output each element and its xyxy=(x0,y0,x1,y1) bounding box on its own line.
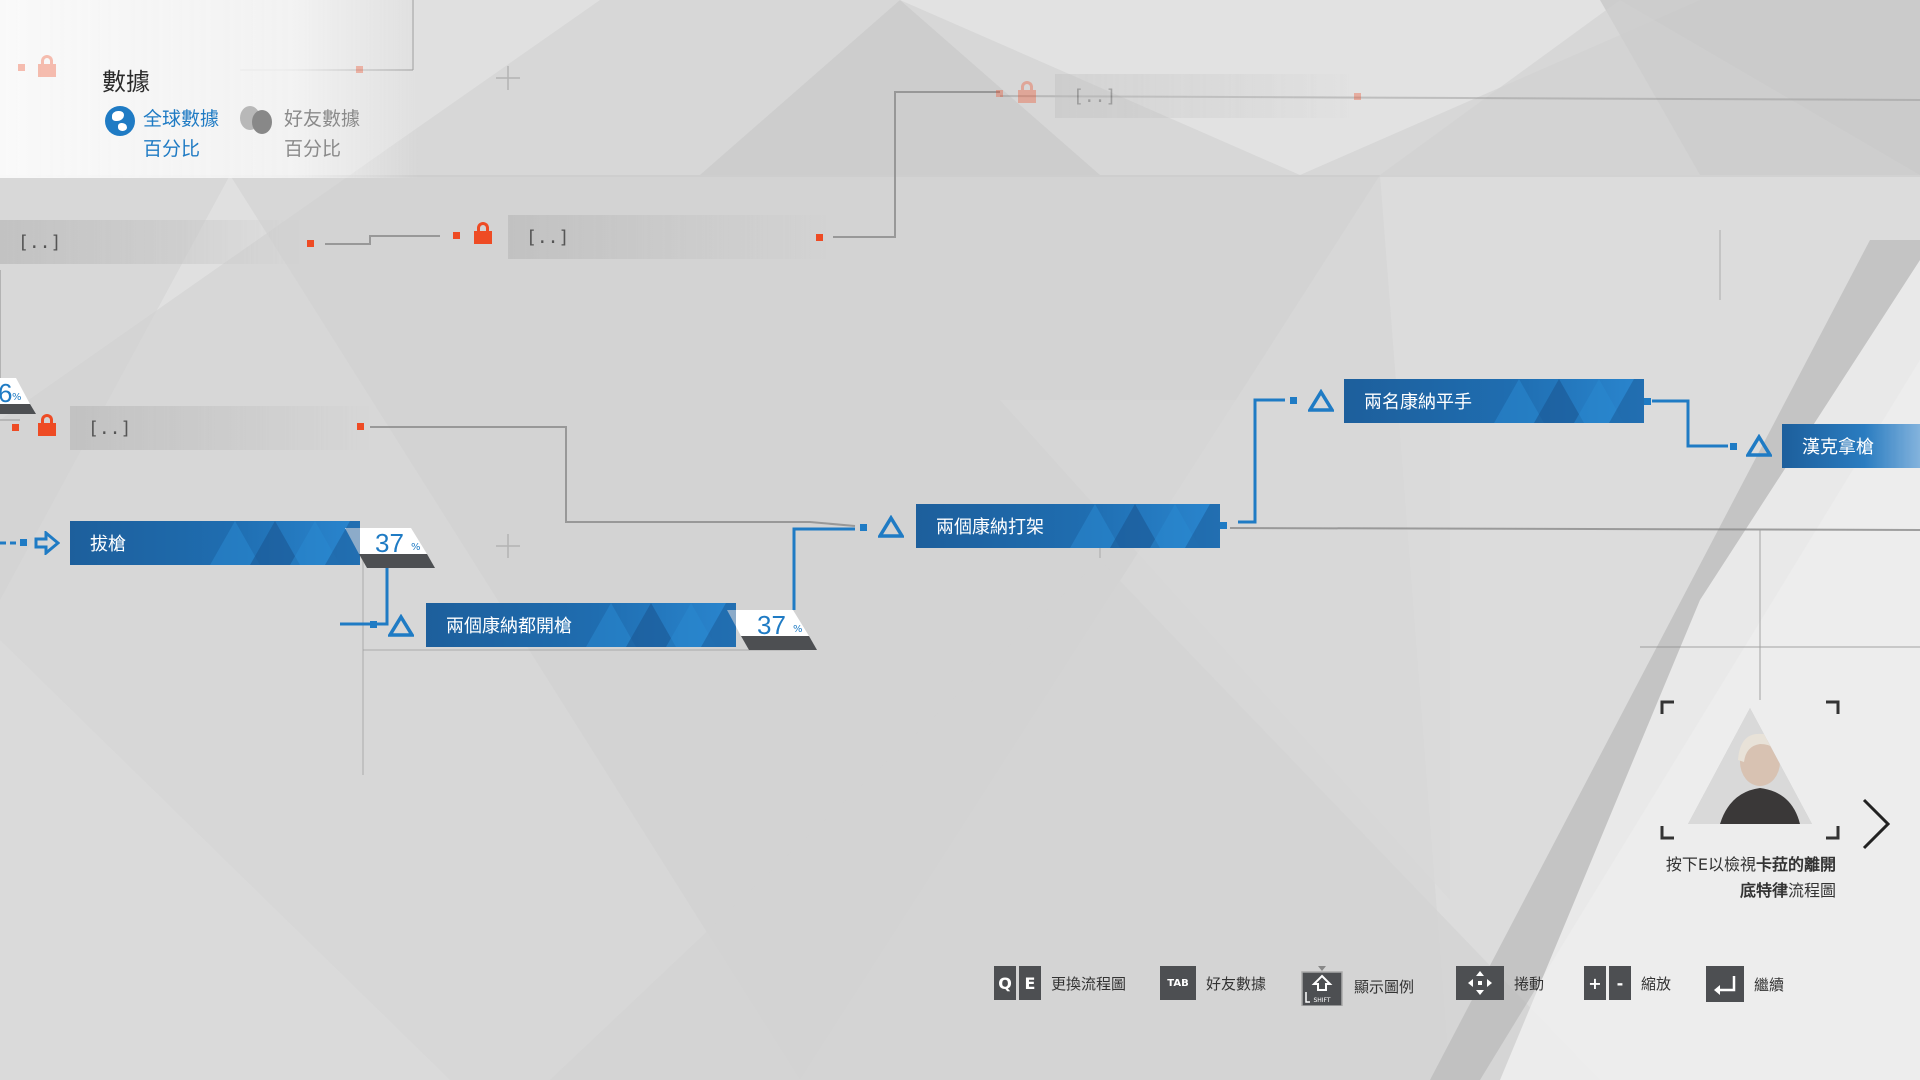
percent-unit: % xyxy=(793,624,803,635)
lock-icon xyxy=(38,55,56,77)
control-friends-data[interactable]: TAB 好友數據 xyxy=(1160,966,1266,1000)
global-data-tab[interactable]: 全球數據 百分比 xyxy=(105,104,219,164)
connector-dot xyxy=(1290,397,1297,404)
connector-dot xyxy=(1220,522,1227,529)
node-fight[interactable]: 兩個康納打架 xyxy=(916,504,1220,548)
globe-icon xyxy=(105,106,135,136)
node-triangle-pattern xyxy=(1494,379,1644,423)
control-show-legend[interactable]: SHIFT 顯示圖例 xyxy=(1300,966,1414,1006)
percent-unit: % xyxy=(411,542,421,553)
node-triangle-pattern xyxy=(1070,504,1220,548)
page-title: 數據 xyxy=(102,68,150,96)
percent-badge-shape xyxy=(727,610,817,650)
connector-dot xyxy=(357,423,364,430)
connector-dot xyxy=(1730,443,1737,450)
connector-dot xyxy=(996,90,1003,97)
locked-node[interactable]: [..] xyxy=(508,215,828,259)
percent-badge-partial: 6 % xyxy=(0,378,46,414)
character-image xyxy=(1688,708,1812,824)
friends-data-tab[interactable]: 好友數據 百分比 xyxy=(240,104,360,164)
svg-text:SHIFT: SHIFT xyxy=(1313,997,1330,1004)
control-label: 更換流程圖 xyxy=(1051,974,1127,993)
friends-data-sub: 百分比 xyxy=(284,138,342,160)
percent-badge-shape xyxy=(345,528,435,568)
percent-badge-both-shoot: 37 % xyxy=(727,610,827,650)
qe-keys-icon: Q E xyxy=(994,966,1041,1000)
control-label: 顯示圖例 xyxy=(1354,977,1415,996)
enter-key-icon xyxy=(1706,966,1744,1002)
tab-key-icon: TAB xyxy=(1160,966,1196,1000)
locked-node[interactable]: [..] xyxy=(70,406,370,450)
control-scroll[interactable]: 捲動 xyxy=(1456,966,1544,1000)
connector-dot xyxy=(1644,398,1651,405)
move-arrows-icon xyxy=(1456,966,1504,1000)
header-panel xyxy=(0,0,420,178)
connector-dot xyxy=(20,539,27,546)
percent-value: 6 xyxy=(0,378,13,408)
percent-badge-draw-gun: 37 % xyxy=(345,528,445,568)
percent-value: 37 xyxy=(375,528,404,558)
portrait-frame-corners xyxy=(1660,700,1840,840)
lock-icon xyxy=(38,414,56,436)
triangle-icon xyxy=(878,515,904,538)
control-continue[interactable]: 繼續 xyxy=(1706,966,1784,1002)
zoom-keys-icon: + - xyxy=(1584,966,1631,1000)
node-tie[interactable]: 兩名康納平手 xyxy=(1344,379,1644,423)
connector-dot xyxy=(307,240,314,247)
triangle-icon xyxy=(1308,389,1334,412)
character-portrait xyxy=(1660,700,1840,840)
control-label: 好友數據 xyxy=(1206,974,1267,993)
global-data-sub: 百分比 xyxy=(143,138,201,160)
global-data-label: 全球數據 xyxy=(143,108,220,130)
friends-icon xyxy=(240,104,276,136)
connector-dot xyxy=(1354,93,1361,100)
connector-dot xyxy=(12,424,19,431)
control-zoom[interactable]: + - 縮放 xyxy=(1584,966,1671,1000)
node-both-shoot[interactable]: 兩個康納都開槍 xyxy=(426,603,736,647)
connector-dot xyxy=(860,524,867,531)
friends-data-label: 好友數據 xyxy=(284,108,361,130)
node-hank-gun[interactable]: 漢克拿槍 xyxy=(1782,424,1920,468)
connector-dot xyxy=(370,621,377,628)
connector-dot xyxy=(816,234,823,241)
node-triangle-pattern xyxy=(210,521,360,565)
lock-icon xyxy=(474,222,492,244)
triangle-icon xyxy=(1746,434,1772,457)
connector-dot xyxy=(356,66,363,73)
connector-dot xyxy=(18,64,25,71)
node-triangle-pattern xyxy=(586,603,736,647)
lock-icon xyxy=(1018,81,1036,103)
node-draw-gun[interactable]: 拔槍 xyxy=(70,521,360,565)
chevron-right-icon[interactable] xyxy=(1858,796,1894,852)
control-label: 縮放 xyxy=(1641,974,1672,993)
control-label: 捲動 xyxy=(1514,974,1545,993)
percent-badge-shape xyxy=(0,378,36,414)
percent-unit: % xyxy=(12,392,22,403)
arrow-right-icon xyxy=(34,531,60,555)
shift-key-icon: SHIFT xyxy=(1301,966,1343,1006)
locked-node[interactable]: [..] xyxy=(1055,74,1355,118)
percent-value: 37 xyxy=(757,610,786,640)
flowchart-switch-prompt: 按下E以檢視卡菈的離開 底特律流程圖 xyxy=(1665,855,1836,900)
control-label: 繼續 xyxy=(1754,975,1785,994)
control-change-flowchart[interactable]: Q E 更換流程圖 xyxy=(994,966,1126,1000)
triangle-icon xyxy=(388,614,414,637)
control-hints-bar: Q E 更換流程圖 TAB 好友數據 SHIFT 顯示圖例 捲動 xyxy=(0,966,1920,1006)
connector-dot xyxy=(453,232,460,239)
locked-node[interactable]: [..] xyxy=(0,220,300,264)
